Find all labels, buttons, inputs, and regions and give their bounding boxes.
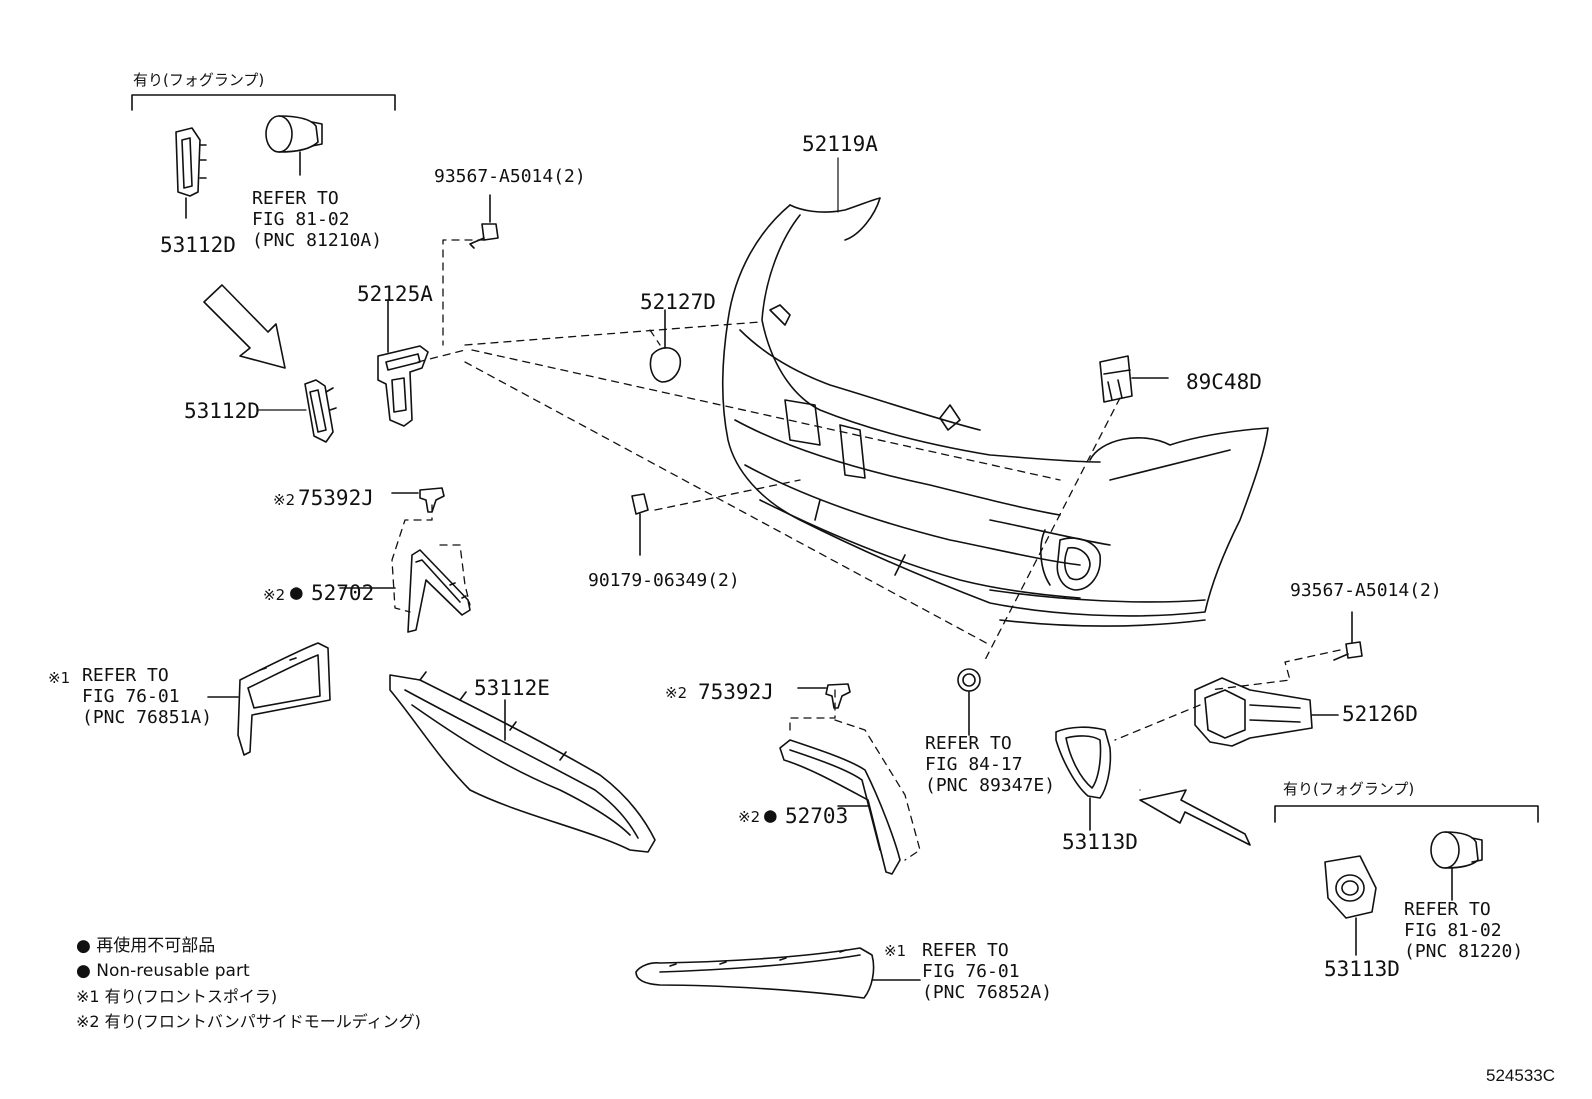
part-label-53112D-lower: 53112D	[184, 399, 260, 423]
part-label-90179: 90179-06349(2)	[588, 570, 740, 591]
part-label-75392J-lower: 75392J	[698, 680, 774, 704]
note-mark-spoiler-left: ※1	[48, 669, 71, 687]
non-reusable-mark-52702: ●	[290, 580, 303, 604]
part-53112D-upper-drawing	[175, 127, 207, 219]
part-label-93567-upper: 93567-A5014(2)	[434, 166, 586, 187]
legend: ● 再使用不可部品 ● Non-reusable part ※1 有り(フロント…	[76, 934, 421, 1034]
nut-90179-drawing	[631, 493, 649, 556]
clip-75392J-upper-drawing	[391, 487, 445, 513]
non-reusable-mark-52703: ●	[764, 803, 777, 827]
reference-spoiler-left: REFER TO FIG 76-01 (PNC 76851A)	[82, 665, 213, 728]
fog-lamp-group-label-left: 有り(フォグランプ)	[133, 71, 265, 89]
part-label-53112E: 53112E	[474, 676, 550, 700]
bumper-cover-drawing	[721, 197, 1269, 627]
part-label-93567-lower: 93567-A5014(2)	[1290, 580, 1442, 601]
note-mark-75392J-lower: ※2	[665, 684, 688, 702]
bolt-93567-lower-drawing	[1333, 611, 1363, 661]
note-mark-52702: ※2	[263, 586, 286, 604]
reference-fog-lamp-left: REFER TO FIG 81-02 (PNC 81210A)	[252, 188, 383, 251]
molding-52703-drawing	[779, 739, 901, 875]
spoiler-bottom-drawing	[635, 947, 921, 999]
direction-arrow-right	[1139, 789, 1251, 846]
part-label-75392J-upper: 75392J	[298, 486, 374, 510]
part-label-52119A: 52119A	[802, 132, 878, 156]
reference-sensor: REFER TO FIG 84-17 (PNC 89347E)	[925, 733, 1056, 796]
reference-fog-lamp-right: REFER TO FIG 81-02 (PNC 81220)	[1404, 899, 1524, 962]
part-label-52703: 52703	[785, 804, 849, 828]
bezel-53113D-right-drawing	[1324, 855, 1377, 956]
note-mark-spoiler-bottom: ※1	[884, 942, 907, 960]
legend-note-2: ※2 有り(フロントバンパサイドモールディング)	[76, 1012, 421, 1031]
retainer-52125A-drawing	[377, 299, 429, 427]
legend-note-1: ※1 有り(フロントスポイラ)	[76, 987, 278, 1006]
solid-leader-lines	[257, 157, 1141, 791]
fog-lamp-right-drawing	[1430, 831, 1483, 901]
part-label-52702: 52702	[311, 581, 375, 605]
direction-arrow-left	[203, 284, 286, 369]
reference-spoiler-bottom: REFER TO FIG 76-01 (PNC 76852A)	[922, 940, 1053, 1003]
part-label-53112D-upper: 53112D	[160, 233, 236, 257]
bezel-53113D-mid-drawing	[1055, 726, 1112, 831]
note-mark-52703: ※2	[738, 808, 761, 826]
clip-75392J-lower-drawing	[797, 683, 851, 709]
fog-lamp-left-drawing	[265, 115, 323, 176]
fog-lamp-bracket-right	[1274, 805, 1539, 823]
fog-lamp-bracket-left	[131, 94, 396, 111]
part-label-53113D-mid: 53113D	[1062, 830, 1138, 854]
part-label-52125A: 52125A	[357, 282, 433, 306]
legend-nonreusable-en: ● Non-reusable part	[76, 961, 250, 981]
retainer-52126D-drawing	[1194, 677, 1339, 747]
part-label-89C48D: 89C48D	[1186, 370, 1262, 394]
part-label-53113D-right: 53113D	[1324, 957, 1400, 981]
connector-89C48D-drawing	[1099, 355, 1169, 403]
figure-id: 524533C	[1486, 1066, 1556, 1085]
dashed-leader-lines	[391, 239, 1341, 861]
bolt-93567-upper-drawing	[469, 194, 499, 249]
legend-nonreusable-jp: ● 再使用不可部品	[76, 936, 216, 956]
cap-52127D-drawing	[649, 309, 682, 383]
sensor-grommet-drawing	[957, 668, 981, 736]
part-53112D-lower-drawing	[304, 379, 337, 443]
molding-52702-drawing	[339, 549, 471, 633]
fog-lamp-group-label-right: 有り(フォグランプ)	[1283, 780, 1415, 798]
grille-53112E-drawing	[389, 671, 656, 853]
part-label-52127D: 52127D	[640, 290, 716, 314]
part-label-52126D: 52126D	[1342, 702, 1418, 726]
spoiler-left-drawing	[207, 642, 331, 756]
note-mark-75392J-upper: ※2	[273, 491, 296, 509]
